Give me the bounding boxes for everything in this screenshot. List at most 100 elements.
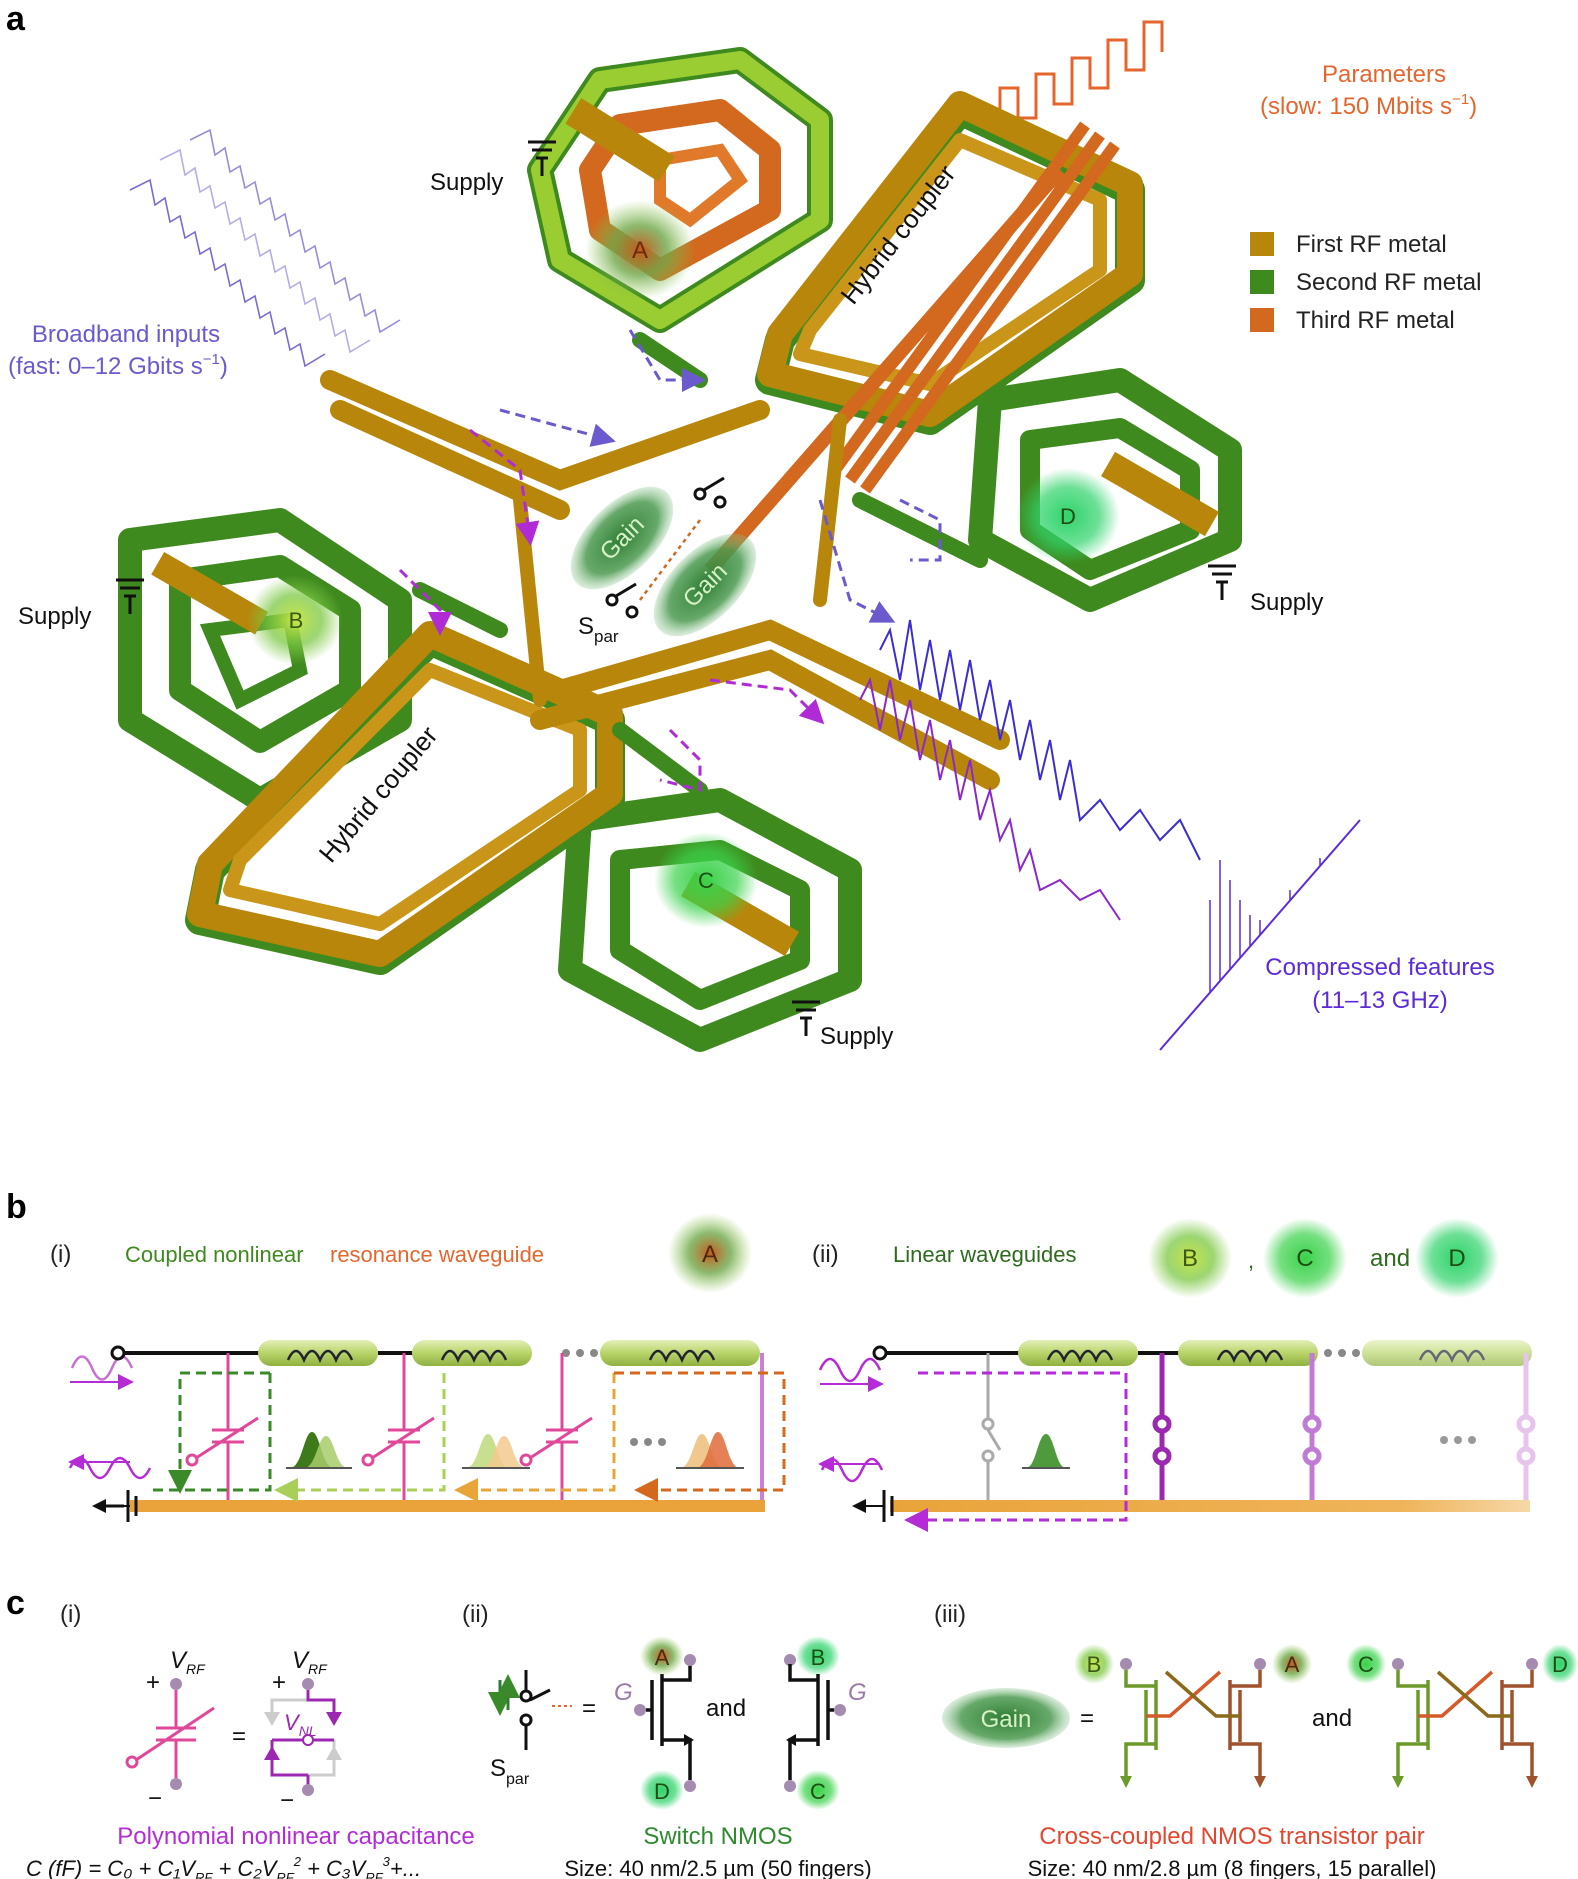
legend-second: Second RF metal (1296, 269, 1481, 296)
ground-rail-ii (890, 1500, 1530, 1512)
inductor-tube-5 (1178, 1340, 1318, 1366)
switch-and: and (706, 1695, 746, 1722)
gain-ellipse-c (942, 1688, 1070, 1748)
minus-2: − (280, 1787, 294, 1814)
compressed-title: Compressed features (1265, 954, 1494, 981)
minus-1: − (148, 1785, 162, 1812)
v-nl: VNL (284, 1710, 317, 1739)
legend-third: Third RF metal (1296, 307, 1455, 334)
b-ii-label: (ii) (812, 1241, 839, 1268)
parameters-title: Parameters (1322, 61, 1446, 88)
switch-equivalence: Spar = G A D and B G (488, 1636, 867, 1810)
panel-label-b: b (6, 1188, 27, 1226)
switch-size: Size: 40 nm/2.5 µm (50 fingers) (564, 1856, 871, 1879)
pair2-node-d: D (1552, 1652, 1568, 1677)
supply-label-3: Supply (1250, 589, 1323, 616)
panel-label-a: a (6, 0, 26, 38)
node-a: A (632, 237, 648, 264)
b-node-d-glow (1415, 1218, 1499, 1298)
circuit-b-i (68, 1340, 786, 1522)
output-waveform (859, 619, 1201, 921)
b-i-title-1: Coupled nonlinear (125, 1242, 304, 1267)
resonator-b: B (118, 508, 412, 812)
resonator-d: D (968, 368, 1242, 612)
cap-title: Polynomial nonlinear capacitance (117, 1823, 475, 1850)
supply-label-1: Supply (430, 169, 503, 196)
ground-icon-1 (528, 140, 556, 176)
pair1-node-a: A (1285, 1652, 1300, 1677)
gain-elements: Gain Gain (570, 486, 757, 637)
switch-node-b: B (811, 1645, 826, 1670)
ground-icon-2 (116, 578, 144, 614)
inductor-tube-3 (600, 1340, 760, 1366)
supply-label-4: Supply (820, 1023, 893, 1050)
switch-node-a: A (655, 1645, 670, 1670)
b-node-b-glow (1148, 1218, 1232, 1298)
inductor-tube-2 (412, 1340, 532, 1366)
plus-2: + (272, 1669, 286, 1696)
plus-1: + (146, 1669, 160, 1696)
broadband-waveform (129, 128, 401, 368)
switch-spar: Spar (490, 1755, 530, 1788)
compressed-band: (11–13 GHz) (1312, 987, 1448, 1014)
pair1-node-b: B (1087, 1652, 1102, 1677)
b-node-c-glow (1263, 1218, 1347, 1298)
broadband-title: Broadband inputs (32, 321, 220, 348)
node-b: B (289, 608, 304, 633)
metal-legend: First RF metal Second RF metal Third RF … (1250, 231, 1481, 334)
panel-label-c: c (6, 1584, 25, 1622)
gain-c-label: Gain (981, 1706, 1032, 1733)
v-rf-1: VRF (170, 1647, 206, 1677)
cap-formula: C (fF) = C₀ + C₁VRF + C₂VRF2 + C₃VRF3+..… (26, 1854, 421, 1879)
equals-1: = (232, 1723, 246, 1750)
parameters-rate: (slow: 150 Mbits s−1) (1260, 91, 1477, 120)
inductor-tube-4 (1018, 1340, 1138, 1366)
node-c-glow (654, 832, 758, 928)
legend-swatch-third (1250, 308, 1274, 332)
spar-label: Spar (578, 613, 619, 646)
node-d: D (1060, 504, 1076, 529)
flow-arrows (398, 329, 942, 792)
ground-rail-i (130, 1500, 765, 1512)
broadband-rate: (fast: 0–12 Gbits s−1) (8, 351, 228, 380)
b-i-title-2: resonance waveguide (330, 1242, 544, 1267)
b-comma: , (1248, 1248, 1254, 1273)
gate-label-2: G (848, 1679, 867, 1706)
b-node-a: A (702, 1241, 718, 1268)
b-node-d: D (1448, 1245, 1465, 1272)
spar-switch-icon (605, 476, 727, 619)
inductor-tube-1 (258, 1340, 378, 1366)
switch-node-d: D (654, 1779, 670, 1804)
pair2-node-c: C (1358, 1652, 1374, 1677)
gain-equivalence: Gain = B A and C D (942, 1644, 1578, 1788)
pair-size: Size: 40 nm/2.8 µm (8 fingers, 15 parall… (1028, 1856, 1437, 1879)
rf-lines (320, 332, 1010, 798)
b-ii-title: Linear waveguides (893, 1242, 1076, 1267)
gate-label-1: G (614, 1679, 633, 1706)
c-ii-label: (ii) (462, 1601, 489, 1628)
b-i-label: (i) (50, 1241, 71, 1268)
equals-3: = (1080, 1705, 1094, 1732)
v-rf-2: VRF (292, 1647, 328, 1677)
pair-and: and (1312, 1705, 1352, 1732)
compressed-spectrum (1159, 819, 1361, 1051)
resonator-a: A (527, 47, 833, 333)
c-i-label: (i) (60, 1601, 81, 1628)
c-iii-label: (iii) (934, 1601, 966, 1628)
switch-title: Switch NMOS (643, 1823, 792, 1850)
ground-icon-3 (1208, 564, 1236, 600)
pair-title: Cross-coupled NMOS transistor pair (1039, 1823, 1424, 1850)
b-and: and (1370, 1245, 1410, 1272)
ground-icon-4 (792, 1000, 820, 1036)
node-c: C (698, 868, 714, 893)
legend-first: First RF metal (1296, 231, 1447, 258)
legend-swatch-second (1250, 270, 1274, 294)
parameters-waveform (998, 20, 1164, 120)
node-b-glow (247, 575, 343, 665)
equals-2: = (582, 1695, 596, 1722)
switch-node-c: C (810, 1779, 826, 1804)
circuit-b-ii (818, 1340, 1536, 1532)
b-node-a-glow (668, 1213, 752, 1293)
node-a-glow (585, 200, 695, 300)
